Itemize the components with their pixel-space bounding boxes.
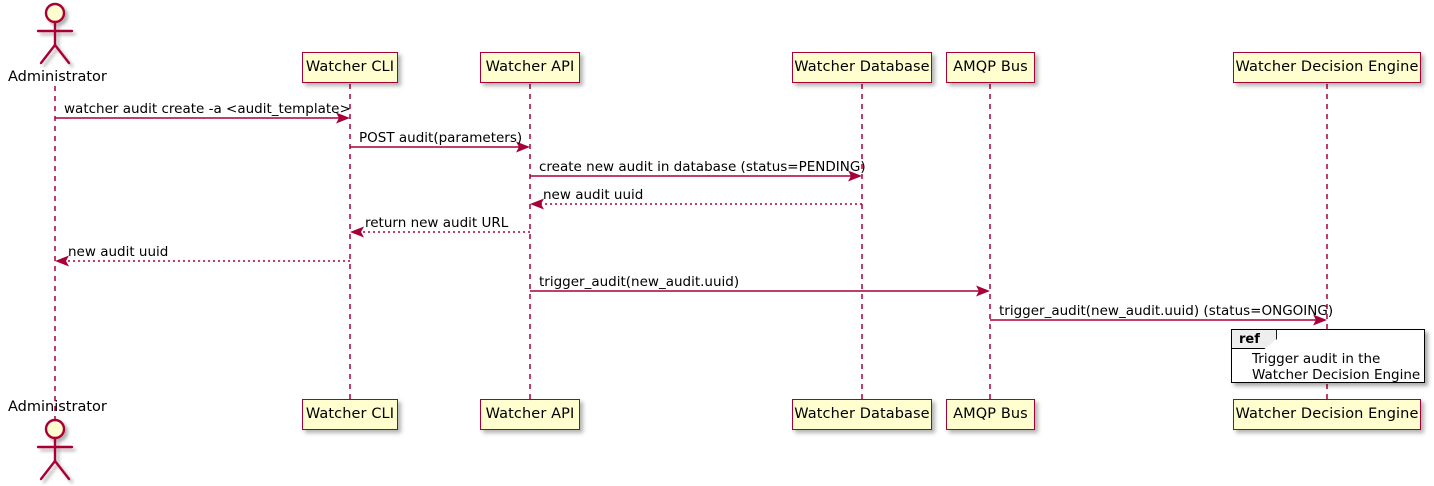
message-arrow-3 bbox=[530, 170, 862, 182]
participant-box-watcher-cli-bottom[interactable]: Watcher CLI bbox=[302, 399, 398, 430]
ref-fragment: ref Trigger audit in the Watcher Decisio… bbox=[1231, 329, 1425, 383]
actor-administrator-bottom bbox=[36, 418, 74, 481]
message-arrow-4 bbox=[530, 198, 862, 210]
ref-fragment-line-1: Trigger audit in the bbox=[1252, 351, 1381, 367]
message-label-6: new audit uuid bbox=[68, 244, 169, 260]
actor-label-administrator-bottom: Administrator bbox=[8, 399, 107, 415]
participant-box-watcher-cli-top[interactable]: Watcher CLI bbox=[302, 52, 398, 83]
message-label-5: return new audit URL bbox=[365, 215, 509, 231]
ref-fragment-line-2: Watcher Decision Engine bbox=[1252, 367, 1421, 383]
message-label-3: create new audit in database (status=PEN… bbox=[539, 159, 866, 175]
participant-box-watcher-api-bottom[interactable]: Watcher API bbox=[480, 399, 580, 430]
message-label-2: POST audit(parameters) bbox=[359, 130, 523, 146]
lifelines-group bbox=[54, 84, 1328, 430]
ref-fragment-body: Trigger audit in the Watcher Decision En… bbox=[1232, 351, 1424, 383]
ref-fragment-tab: ref bbox=[1232, 330, 1277, 349]
message-arrow-1 bbox=[55, 112, 350, 124]
message-arrow-5 bbox=[350, 226, 530, 238]
participant-box-amqp-bus-top[interactable]: AMQP Bus bbox=[946, 52, 1035, 83]
message-label-4: new audit uuid bbox=[543, 187, 644, 203]
actor-label-administrator-top: Administrator bbox=[8, 69, 107, 85]
participant-box-amqp-bus-bottom[interactable]: AMQP Bus bbox=[946, 399, 1035, 430]
message-label-1: watcher audit create -a <audit_template> bbox=[64, 101, 351, 117]
participant-box-watcher-database-bottom[interactable]: Watcher Database bbox=[792, 399, 932, 430]
participant-box-watcher-decision-engine-top[interactable]: Watcher Decision Engine bbox=[1233, 52, 1421, 83]
message-arrow-8 bbox=[990, 314, 1327, 326]
message-arrow-2 bbox=[350, 141, 530, 153]
message-arrow-7 bbox=[530, 285, 990, 297]
message-label-7: trigger_audit(new_audit.uuid) bbox=[539, 274, 740, 290]
message-arrow-6 bbox=[55, 255, 350, 267]
participant-box-watcher-decision-engine-bottom[interactable]: Watcher Decision Engine bbox=[1233, 399, 1421, 430]
participant-box-watcher-api-top[interactable]: Watcher API bbox=[480, 52, 580, 83]
actor-administrator-top bbox=[36, 2, 74, 65]
message-label-8: trigger_audit(new_audit.uuid) (status=ON… bbox=[999, 303, 1334, 319]
messages-group bbox=[55, 112, 1327, 326]
participant-box-watcher-database-top[interactable]: Watcher Database bbox=[792, 52, 932, 83]
